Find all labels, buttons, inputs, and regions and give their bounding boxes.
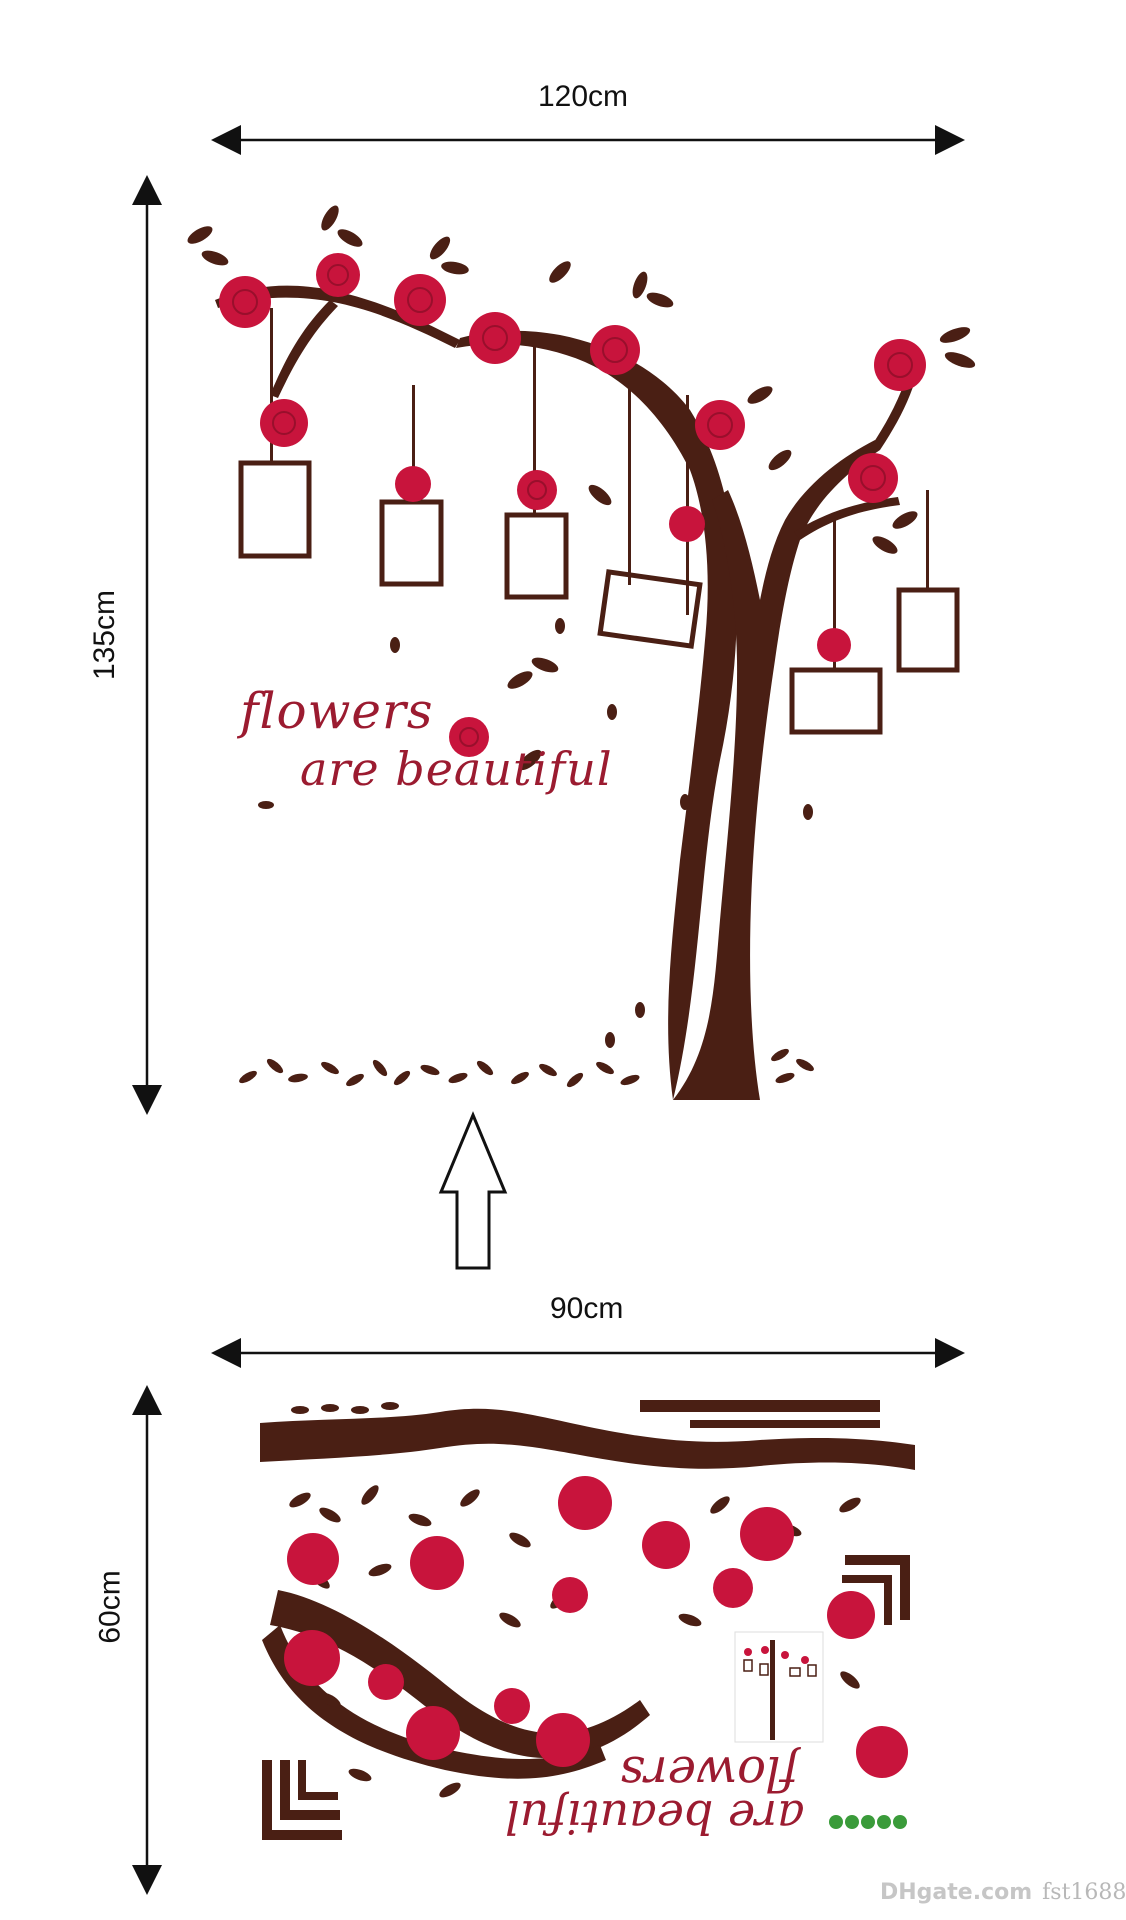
bottom-width-label: 90cm xyxy=(550,1292,624,1325)
certification-badges xyxy=(829,1815,907,1829)
top-width-label: 120cm xyxy=(538,80,629,113)
photo-frame-icon xyxy=(789,667,883,735)
sheet-roses xyxy=(284,1476,908,1778)
ground-leaves xyxy=(239,1002,814,1088)
dhgate-logo: DHgate.com xyxy=(880,1880,1033,1905)
preview-thumbnail xyxy=(734,1631,824,1743)
store-name: fst1688 xyxy=(1042,1880,1126,1905)
photo-frame-icon xyxy=(597,569,703,649)
leaf-icon xyxy=(187,205,976,820)
bottom-height-label: 60cm xyxy=(93,1570,127,1644)
top-height-label: 135cm xyxy=(88,589,122,681)
decal-text-line1: flowers xyxy=(240,682,434,740)
sheet-text-line2: are beautiful xyxy=(505,1790,805,1844)
photo-frame-icon xyxy=(379,499,444,587)
arrow-up-icon xyxy=(438,1111,508,1270)
rose-icon xyxy=(219,253,926,757)
photo-frame-icon xyxy=(896,587,960,673)
decal-text-line2: are beautiful xyxy=(300,742,613,796)
watermark: DHgate.com fst1688 xyxy=(880,1880,1126,1905)
assembled-tree-decal xyxy=(187,205,976,1100)
decal-sheet xyxy=(260,1400,915,1840)
photo-frame-icon xyxy=(504,512,569,600)
photo-frame-icon xyxy=(238,460,312,559)
dimension-arrows xyxy=(132,125,965,1895)
